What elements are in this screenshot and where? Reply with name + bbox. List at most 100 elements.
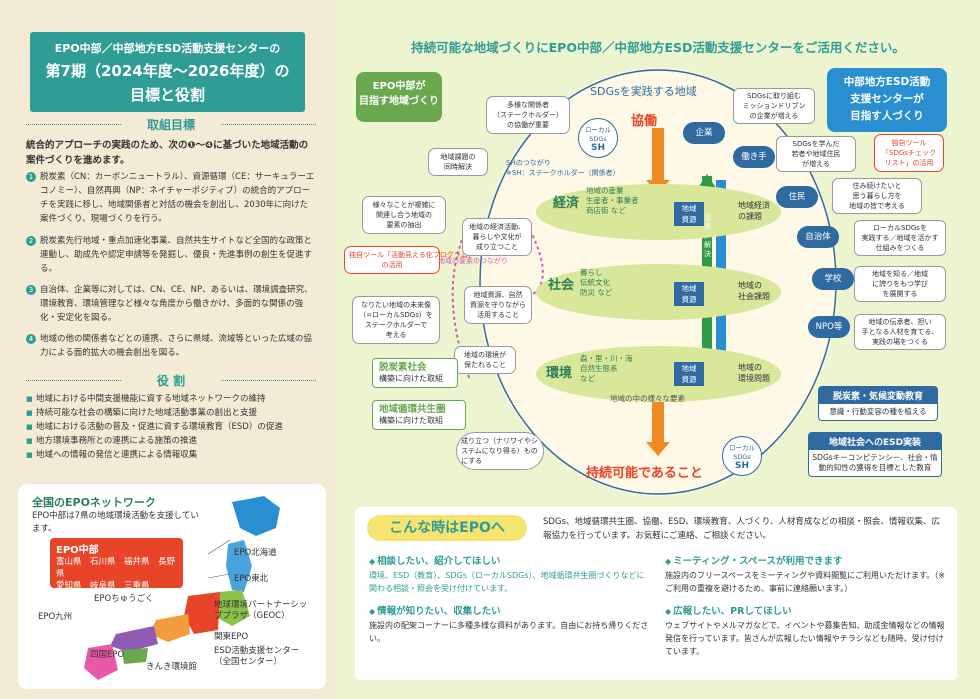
period-title-box: EPO中部／中部地方ESD活動支援センターの 第7期（2024年度～2026年度… [30,32,305,112]
note-tool-checklist: 独自ツール 「SDGsチェック リスト」の活用 [874,134,944,172]
box-circular-text: 構築に向けた取組 [379,416,443,425]
disc-environment [536,346,781,402]
disc-environment-sub: 森・里・川・海 自然生態系 など [580,354,633,383]
sh-connection-note: SHのつながり ※SH：ステークホルダー（関係者） [506,159,620,177]
label-kyushu: EPO九州 [38,612,73,622]
roles-list: 地域における中間支援機能に資する地域ネットワークの維持 持続可能な社会の構築に向… [26,392,316,462]
disc-economy [536,184,781,240]
info-item-title: 情報が知りたい、収集したい [369,603,649,617]
issue-environment: 地域の 環境問題 [738,363,770,383]
climate-title: 脱炭素・気候変動教育 [819,387,937,404]
info-item-pr: 広報したい、PRしてほしい ウェブサイトやメルマガなどで、イベントや募集告知、助… [665,603,945,658]
goal-number: 2 [26,236,36,246]
left-column: EPO中部／中部地方ESD活動支援センターの 第7期（2024年度～2026年度… [0,0,336,699]
role-item: 地域への情報の発信と連携による情報収集 [26,448,316,462]
disc-economy-sub: 地域の産業 生産者・事業者 商店街 など [586,186,639,215]
label-hokkaido: EPO北海道 [234,548,277,558]
role-item: 地域における活動の普及・促進に資する環境教育（ESD）の促進 [26,420,316,434]
note-environment: 地域の環境が 保たれること [454,346,516,374]
main-title: 持続可能な地域づくりにEPO中部／中部地方ESD活動支援センターをご活用ください… [411,40,905,55]
title-line1: EPO中部／中部地方ESD活動支援センターの [54,42,281,55]
epo-chubu-label: EPO中部 [56,545,99,556]
arrow-label: 活用／解決 [704,214,711,258]
note-npo: 地域の伝承者、担い 手となる人材を育てる、 実践の場をつくる [854,314,946,350]
esd-text: SDGsキーコンピテンシー、社会・情動的知性の獲得を目標とした教育 [812,453,938,472]
issue-economy: 地域経済 の課題 [738,201,770,221]
note-company: SDGsに取り組む ミッションドリブン の企業が増える [733,88,815,124]
label-kinki: きんき環境館 [146,662,198,672]
box-decarbon-title: 脱炭素社会 [379,362,427,373]
disc-society-sub: 暮らし 伝統文化 防災 など [580,268,613,297]
epo-network-panel: 全国のEPOネットワーク EPO中部は7県の地域環境活動を支援しています。 EP… [18,484,326,689]
epo-chubu-box: EPO中部 富山県 石川県 福井県 長野県 愛知県 岐阜県 三重県 [50,538,183,591]
info-item-text: 施設内の配架コーナーに多種多様な資料があります。自由にお持ち帰りください。 [369,621,649,643]
stakeholder-resident: 住民 [776,186,818,208]
japan-map-icon [84,496,280,680]
box-decarbon-text: 構築に向けた取組 [379,374,443,383]
stakeholder-company: 企業 [683,122,725,144]
epo-goal-bubble: EPO中部が 目指す地域づくり [356,72,442,122]
contact-info-panel: こんな時はEPOへ SDGs、地域循環共生圏、協働、ESD、環境教育、人づくり、… [355,507,957,680]
note-extract: 様々なことが複雑に 関連し合う地域の 要素の抽出 [362,196,446,234]
info-lead: SDGs、地域循環共生圏、協働、ESD、環境教育、人づくり、人材育成などの相談・… [543,517,940,541]
label-chugoku: EPOちゅうごく [94,594,154,604]
label-esd-center: ESD活動支援センター（全国センター） [214,646,300,667]
note-connections: 地域の要素のつながり [438,257,508,265]
box-esd-implementation: 地域社会へのESD実装 SDGsキーコンピテンシー、社会・情動的知性の獲得を目標… [808,432,942,477]
stakeholder-school: 学校 [812,268,854,290]
info-item-consult: 相談したい、紹介してほしい 環境、ESD（教育）、SDGs（ローカルSDGs）、… [369,553,649,595]
local-sdgs-top: ローカルSDGs SH [578,118,618,158]
box-decarbon-society: 脱炭素社会 構築に向けた取組 [372,358,458,388]
disc-environment-label: 環境 [546,366,573,381]
local-sdgs-label: ローカルSDGs [729,444,755,461]
resource-box-economy: 地域 資源 [674,202,704,226]
goal-item: 2 脱炭素先行地域・重点加速化事業、自然共生サイトなど全国的な政策と連動し、助成… [26,234,316,276]
disc-society [536,264,781,320]
goal-number: 4 [26,334,36,344]
note-resident: 住み続けたいと 思う暮らし方を 地域の皆で考える [832,178,922,214]
prefs-line1: 富山県 石川県 福井県 長野県 [56,557,176,579]
goal-text: 地域の他の関係者などとの連携、さらに県域、流域等といった広域の協力による面的拡大… [40,334,312,358]
goal-text: 脱炭素先行地域・重点加速化事業、自然共生サイトなど全国的な政策と連動し、助成先や… [40,236,313,274]
note-simultaneous: 地域課題の 同時解決 [428,148,488,176]
note-resource: 地域資源、自然 資源を守りながら 活用すること [464,286,532,324]
roles-heading: 役 割 [26,372,316,389]
issue-society: 地域の 社会課題 [738,281,770,301]
box-circular-title: 地域循環共生圏 [379,404,446,415]
info-item-collect: 情報が知りたい、収集したい 施設内の配架コーナーに多種多様な資料があります。自由… [369,603,649,645]
goal-number: 1 [26,172,36,182]
prefs-line2: 愛知県 岐阜県 三重県 [56,581,150,591]
stakeholder-npo: NPO等 [808,316,850,338]
sh-label: SH [590,143,605,153]
sustainable-label: 持続可能であること [586,466,703,481]
title-line2: 第7期（2024年度～2026年度）の [45,62,290,80]
goal-item: 3 自治体、企業等に対しては、CN、CE、NP、あるいは、環境調査研究、環境教育… [26,283,316,325]
note-stakeholders: 多様な関係者 （ステークホルダー） の協働が重要 [486,96,570,134]
bottom-disc-label: 地域の中の様々な要素 [610,394,685,403]
center-goal-bubble: 中部地方ESD活動 支援センターが 目指す人づくり [827,68,947,132]
stakeholder-municipality: 自治体 [797,226,839,248]
label-tohoku: EPO東北 [234,574,269,584]
box-climate-education: 脱炭素・気候変動教育 意識・行動変容の種を植える [818,386,938,421]
info-item-title: 相談したい、紹介してほしい [369,553,649,567]
info-item-text: 環境、ESD（教育）、SDGs（ローカルSDGs）、地域循環共生圏づくりなどに関… [369,571,645,593]
label-geoc: 地球環境パートナーシッププラザ（GEOC） [214,600,308,621]
resource-box-society: 地域 資源 [674,282,704,306]
note-tool-visualize: 独自ツール「活動見える化プログラム」 の活用 [344,246,475,274]
label-kanto: 関東EPO [214,632,249,642]
esd-title: 地域社会へのESD実装 [809,433,941,450]
note-economy: 地域の経済活動、 暮らしや文化が 成り立つこと [462,218,532,256]
info-item-text: ウェブサイトやメルマガなどで、イベントや募集告知、助成金情報などの情報発信を行っ… [665,621,945,656]
goal-number: 3 [26,285,36,295]
goal-item: 4 地域の他の関係者などとの連携、さらに県域、流域等といった広域の協力による面的… [26,332,316,360]
goal-text: 脱炭素（CN：カーボンニュートラル）、資源循環（CE：サーキュラーエコノミー）、… [40,172,315,224]
note-school: 地域を知る／地域 に誇りをもつ学び を展開する [854,266,946,302]
note-livelihood: 成り立つ（ナリワイやシステムになり得る）ものにする [456,432,544,470]
sh-label: SH [734,461,749,471]
goal-text: 自治体、企業等に対しては、CN、CE、NP、あるいは、環境調査研究、環境教育、環… [40,285,313,323]
info-item-text: 施設内のフリースペースをミーティングや資料閲覧にご利用いただけます。（※ご利用の… [665,571,945,593]
info-title: こんな時はEPOへ [367,515,527,541]
resource-box-environment: 地域 資源 [674,362,704,386]
kyodo-label: 協働 [631,114,658,129]
role-item: 地域における中間支援機能に資する地域ネットワークの維持 [26,392,316,406]
